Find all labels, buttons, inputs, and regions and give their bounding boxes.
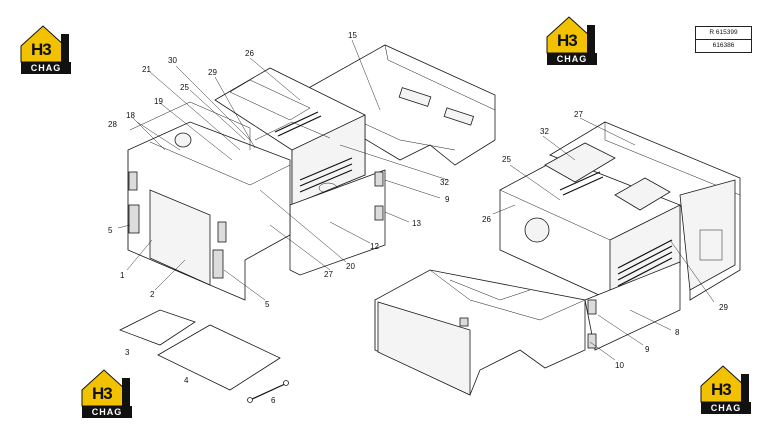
reference-box: R 615399 616386 xyxy=(695,26,752,53)
callout-25: 25 xyxy=(180,83,189,92)
callout-9: 9 xyxy=(445,195,450,204)
house-logo-icon xyxy=(546,16,595,55)
leader-lines xyxy=(117,39,715,361)
callout-21: 21 xyxy=(142,65,151,74)
logo-mark: H3 xyxy=(557,31,578,50)
logo-text: CHAG xyxy=(82,406,132,418)
callout-29: 29 xyxy=(719,303,728,312)
callout-27: 27 xyxy=(324,270,333,279)
callout-8: 8 xyxy=(675,328,680,337)
callout-32: 32 xyxy=(440,178,449,187)
callout-26: 26 xyxy=(482,215,491,224)
callout-29: 29 xyxy=(208,68,217,77)
callout-12: 12 xyxy=(370,242,379,251)
callout-19: 19 xyxy=(154,97,163,106)
callout-4: 4 xyxy=(184,376,189,385)
callout-1: 1 xyxy=(120,271,125,280)
callout-25: 25 xyxy=(502,155,511,164)
house-logo-icon xyxy=(20,25,69,64)
logo-mark: H3 xyxy=(711,380,732,399)
part-lower-box xyxy=(289,169,386,276)
logo-text: CHAG xyxy=(547,53,597,65)
logo-text: CHAG xyxy=(21,62,71,74)
callout-30: 30 xyxy=(168,56,177,65)
callout-5: 5 xyxy=(265,300,270,309)
callout-2: 2 xyxy=(150,290,155,299)
callout-9: 9 xyxy=(645,345,650,354)
logo-top-left: H3 CHAG xyxy=(17,22,75,74)
logo-bottom-right: H3 CHAG xyxy=(697,362,755,414)
logo-text: CHAG xyxy=(701,402,751,414)
logo-mark: H3 xyxy=(92,384,113,403)
part-floor-plate-small xyxy=(119,309,196,346)
callout-labels: 15 26 30 29 21 25 19 18 28 5 1 2 5 32 9 … xyxy=(108,31,728,405)
callout-27: 27 xyxy=(574,110,583,119)
callout-13: 13 xyxy=(412,219,421,228)
callout-5: 5 xyxy=(108,226,113,235)
logo-bottom-left: H3 CHAG xyxy=(78,366,136,418)
callout-32: 32 xyxy=(540,127,549,136)
callout-10: 10 xyxy=(615,361,624,370)
house-logo-icon xyxy=(81,369,130,408)
part-side-box xyxy=(584,261,681,351)
logo-top-center: H3 CHAG xyxy=(543,13,601,65)
callout-26: 26 xyxy=(245,49,254,58)
callout-15: 15 xyxy=(348,31,357,40)
part-floor-tray-left xyxy=(304,44,496,166)
callout-6: 6 xyxy=(271,396,276,405)
callout-28: 28 xyxy=(108,120,117,129)
vent-grille-left xyxy=(274,111,353,193)
right-assembly xyxy=(374,121,741,396)
reference-line-1: R 615399 xyxy=(709,29,738,36)
part-floor-plate-large xyxy=(157,324,281,391)
callout-3: 3 xyxy=(125,348,130,357)
house-logo-icon xyxy=(700,365,749,404)
callout-20: 20 xyxy=(346,262,355,271)
part-cover-lid xyxy=(544,142,616,183)
part-gas-strut xyxy=(247,380,289,403)
reference-line-2: 616386 xyxy=(696,39,751,52)
vent-grille-right xyxy=(559,171,673,287)
left-assembly xyxy=(119,44,496,403)
logo-mark: H3 xyxy=(31,40,52,59)
callout-18: 18 xyxy=(126,111,135,120)
